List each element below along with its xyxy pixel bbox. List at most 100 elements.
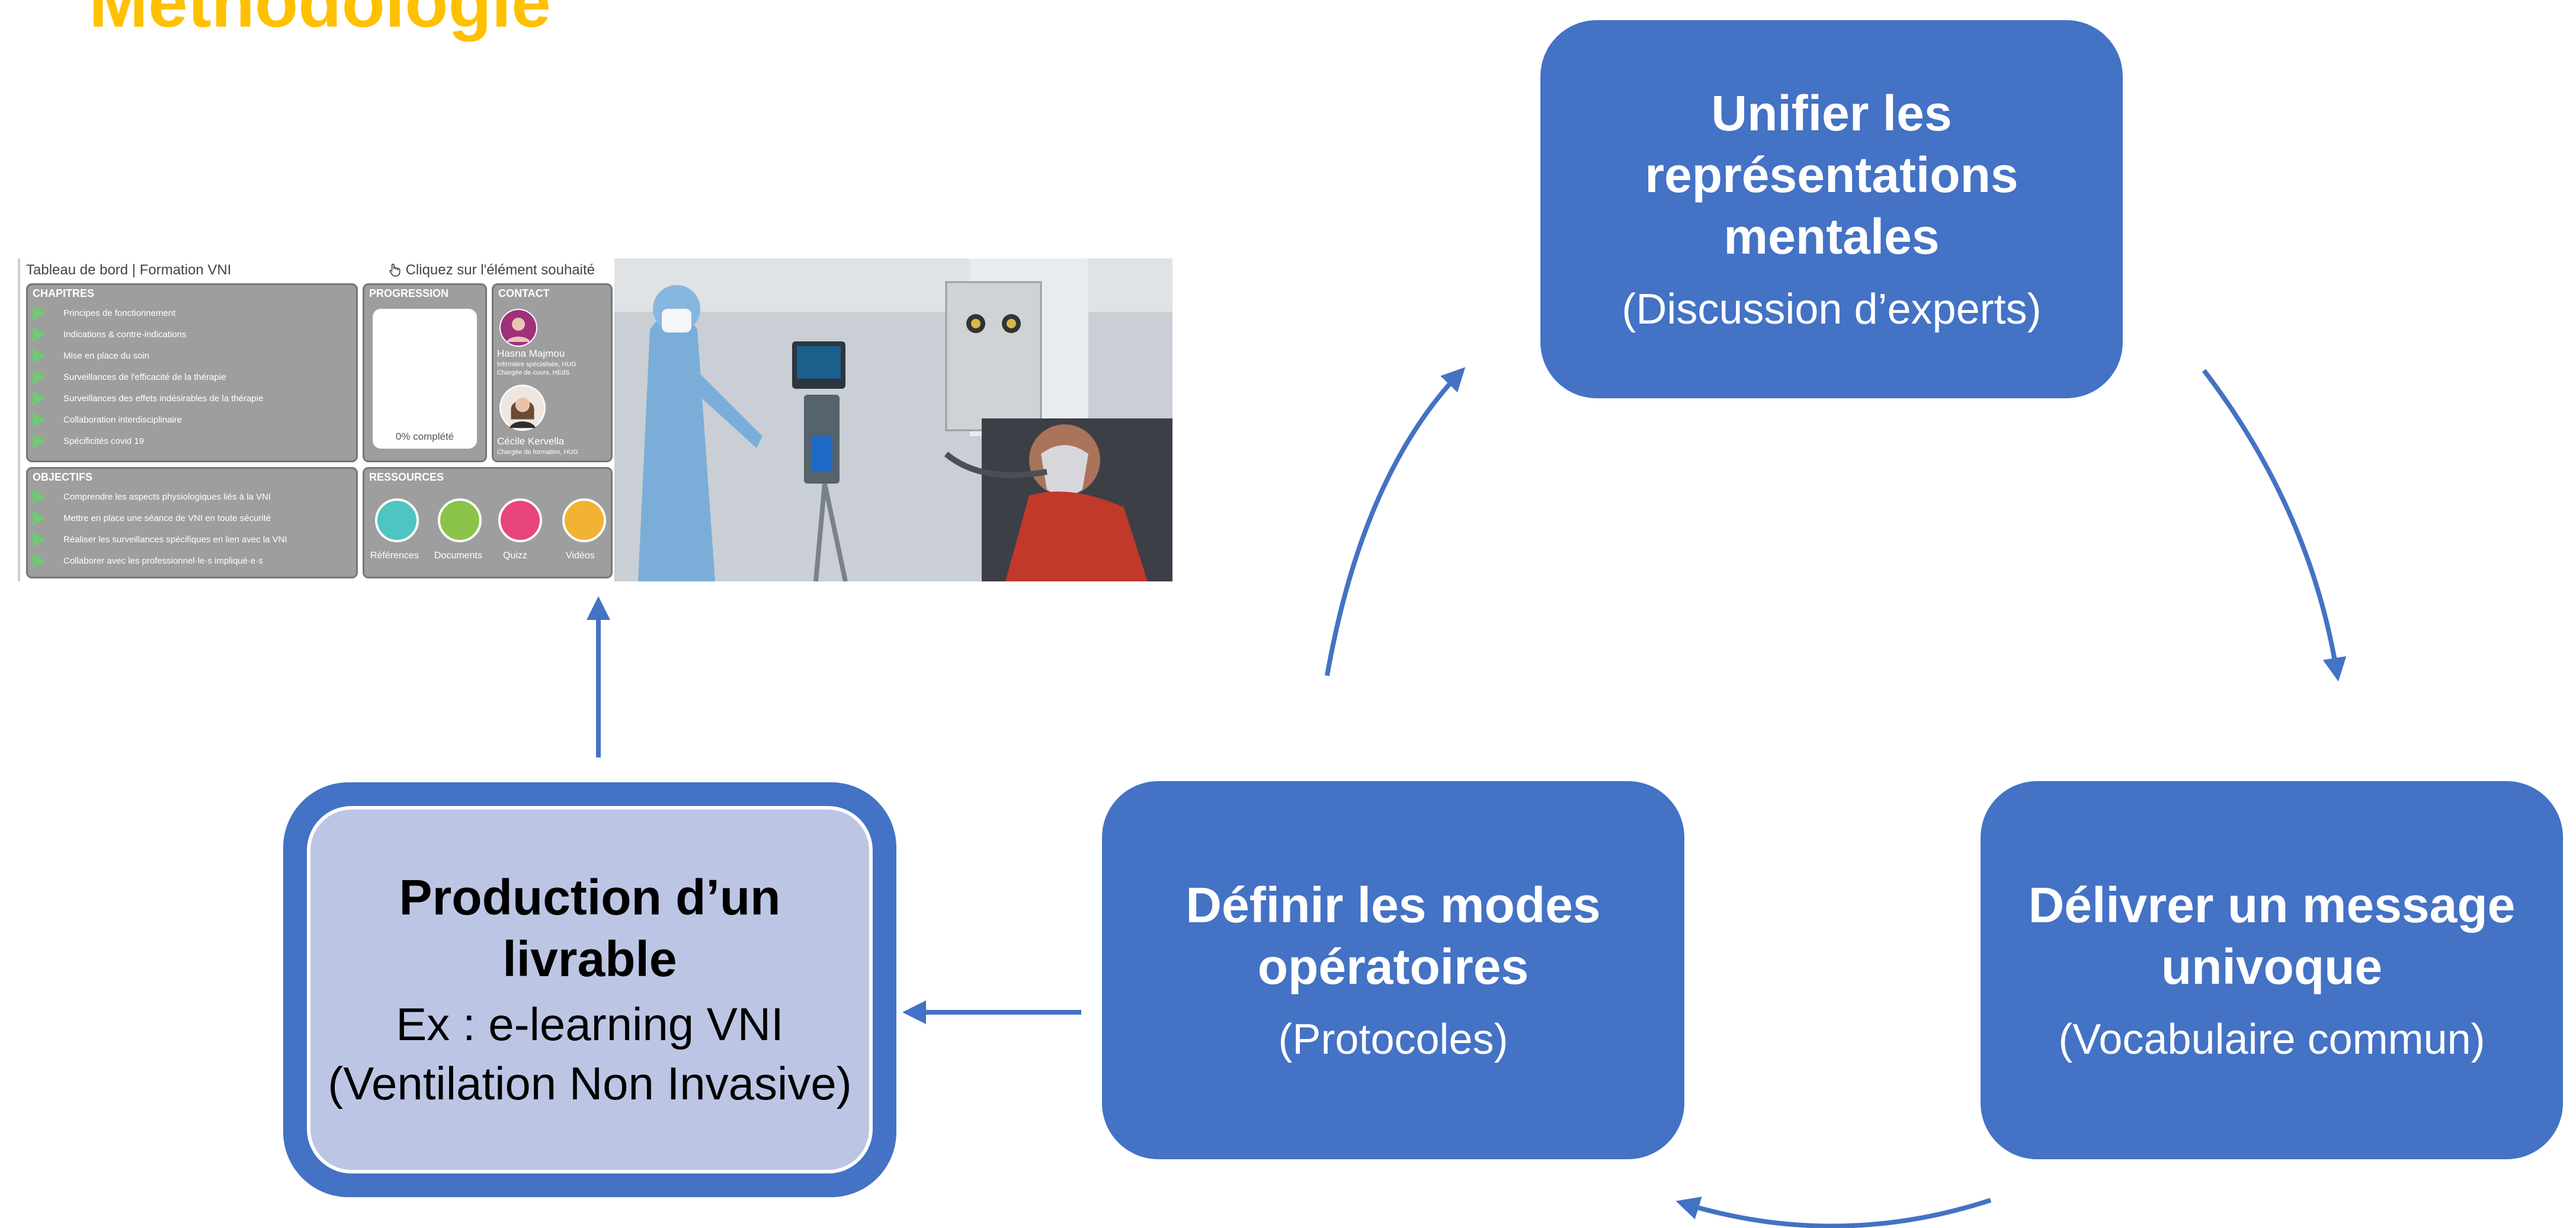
play-icon [33, 510, 46, 526]
production-inner: Production d’un livrable Ex : e-learning… [307, 806, 873, 1173]
resource-label: Vidéos [566, 551, 595, 561]
contact-role: Chargée de cours, HEdS [497, 369, 570, 376]
production-line2: livrable [502, 931, 677, 987]
progress-text: 0% complété [395, 431, 454, 442]
chapitre-label: Principes de fonctionnement [63, 308, 176, 318]
play-icon [33, 433, 46, 449]
contact-role: Infirmière spécialisée, HUG [497, 361, 576, 368]
panel-progression: PROGRESSION 0% complété [363, 283, 487, 462]
progression-title: PROGRESSION [369, 287, 449, 299]
elearning-dashboard-screenshot: Tableau de bord | Formation VNI Cliquez … [18, 258, 613, 581]
objectifs-list: Comprendre les aspects physiologiques li… [28, 486, 356, 571]
progress-card: 0% complété [373, 309, 477, 449]
clinical-scene-image [614, 258, 1172, 581]
dashboard-hint: Cliquez sur l'élément souhaité [387, 262, 595, 279]
person-photo-icon [501, 386, 544, 430]
definir-line1: Définir les modes [1186, 877, 1601, 933]
play-icon [33, 305, 46, 321]
chapitre-label: Surveillances des effets indésirables de… [63, 393, 264, 404]
contact-title: CONTACT [498, 287, 550, 299]
objectif-item[interactable]: Réaliser les surveillances spécifiques e… [33, 529, 351, 550]
videos-icon[interactable] [562, 498, 606, 542]
box-delivrer: Délivrer un message univoque (Vocabulair… [1981, 781, 2563, 1159]
objectif-item[interactable]: Collaborer avec les professionnel·le·s i… [33, 550, 351, 571]
avatar[interactable] [499, 309, 537, 347]
chapitre-label: Surveillances de l'efficacité de la thér… [63, 372, 226, 382]
production-heading: Production d’un livrable [399, 866, 781, 990]
chapitre-label: Spécificités covid 19 [63, 436, 144, 446]
definir-sub: (Protocoles) [1278, 1016, 1508, 1063]
objectif-label: Comprendre les aspects physiologiques li… [63, 491, 271, 502]
chapitre-item[interactable]: Collaboration interdisciplinaire [33, 409, 351, 430]
chapitre-label: Indications & contre-indications [63, 329, 187, 340]
chapitre-label: Collaboration interdisciplinaire [63, 414, 182, 425]
production-example: Ex : e-learning VNI [396, 998, 784, 1050]
production-paren: (Ventilation Non Invasive) [328, 1057, 852, 1109]
chapitre-item[interactable]: Indications & contre-indications [33, 324, 351, 345]
play-icon [33, 348, 46, 363]
definir-line2: opératoires [1257, 939, 1529, 994]
chapitre-item[interactable]: Mise en place du soin [33, 345, 351, 366]
references-icon[interactable] [375, 498, 419, 542]
contact-role: Chargée de formation, HUG [497, 449, 578, 456]
definir-heading: Définir les modes opératoires [1186, 874, 1600, 997]
contact-name: Hasna Majmou [497, 348, 565, 359]
resource-label: Quizz [503, 551, 527, 561]
hand-pointer-icon [389, 263, 401, 277]
chapitre-item[interactable]: Surveillances des effets indésirables de… [33, 388, 351, 409]
arrow-delivrer-to-definir [1675, 1197, 1992, 1228]
objectif-label: Mettre en place une séance de VNI en tou… [63, 513, 271, 523]
chapitre-label: Mise en place du soin [63, 350, 150, 361]
play-icon [33, 369, 46, 385]
play-icon [33, 489, 46, 504]
unifier-line3: mentales [1723, 209, 1940, 264]
resource-label: Références [370, 551, 419, 561]
delivrer-line1: Délivrer un message [2028, 877, 2516, 933]
avatar[interactable] [499, 385, 546, 431]
panel-chapitres: CHAPITRES Principes de fonctionnement In… [26, 283, 358, 462]
chapitre-item[interactable]: Principes de fonctionnement [33, 302, 351, 324]
play-icon [33, 412, 46, 427]
chapitres-list: Principes de fonctionnement Indications … [28, 302, 356, 452]
box-definir: Définir les modes opératoires (Protocole… [1102, 781, 1684, 1159]
production-line1: Production d’un [399, 869, 781, 925]
unifier-line1: Unifier les [1711, 85, 1952, 141]
unifier-sub: (Discussion d’experts) [1622, 286, 2042, 333]
arrow-definir-to-unifier [1325, 367, 1466, 676]
dashboard-title: Tableau de bord | Formation VNI [26, 262, 232, 278]
unifier-heading: Unifier les représentations mentales [1645, 82, 2018, 267]
panel-objectifs: OBJECTIFS Comprendre les aspects physiol… [26, 467, 358, 578]
delivrer-heading: Délivrer un message univoque [2029, 874, 2516, 997]
delivrer-line2: univoque [2161, 939, 2383, 994]
page-title: Méthodologie [89, 0, 551, 42]
unifier-line2: représentations [1645, 147, 2018, 203]
documents-icon[interactable] [438, 498, 482, 542]
chapitre-item[interactable]: Spécificités covid 19 [33, 430, 351, 452]
person-photo-icon [501, 310, 536, 346]
play-icon [33, 327, 46, 342]
resource-label: Documents [434, 551, 482, 561]
delivrer-sub: (Vocabulaire commun) [2058, 1016, 2485, 1063]
dashboard-header: Tableau de bord | Formation VNI Cliquez … [26, 258, 595, 282]
ressources-title: RESSOURCES [369, 471, 444, 483]
box-unifier: Unifier les représentations mentales (Di… [1540, 20, 2123, 398]
quizz-icon[interactable] [498, 498, 542, 542]
objectif-label: Réaliser les surveillances spécifiques e… [63, 534, 287, 545]
panel-contact: CONTACT Hasna Majmou Infirmière spéciali… [492, 283, 613, 462]
clinical-video-photo [614, 258, 1172, 581]
objectif-item[interactable]: Mettre en place une séance de VNI en tou… [33, 507, 351, 529]
objectif-item[interactable]: Comprendre les aspects physiologiques li… [33, 486, 351, 507]
objectif-label: Collaborer avec les professionnel·le·s i… [63, 555, 263, 566]
contact-name: Cécile Kervella [497, 436, 565, 447]
play-icon [33, 553, 46, 568]
dashboard-hint-text: Cliquez sur l'élément souhaité [405, 262, 595, 278]
arrow-unifier-to-delivrer [2202, 369, 2347, 682]
box-production: Production d’un livrable Ex : e-learning… [283, 782, 896, 1197]
chapitres-title: CHAPITRES [33, 287, 95, 299]
play-icon [33, 532, 46, 547]
chapitre-item[interactable]: Surveillances de l'efficacité de la thér… [33, 366, 351, 388]
panel-ressources: RESSOURCES Références Documents Quizz Vi… [363, 467, 613, 578]
objectifs-title: OBJECTIFS [33, 471, 93, 483]
play-icon [33, 391, 46, 406]
